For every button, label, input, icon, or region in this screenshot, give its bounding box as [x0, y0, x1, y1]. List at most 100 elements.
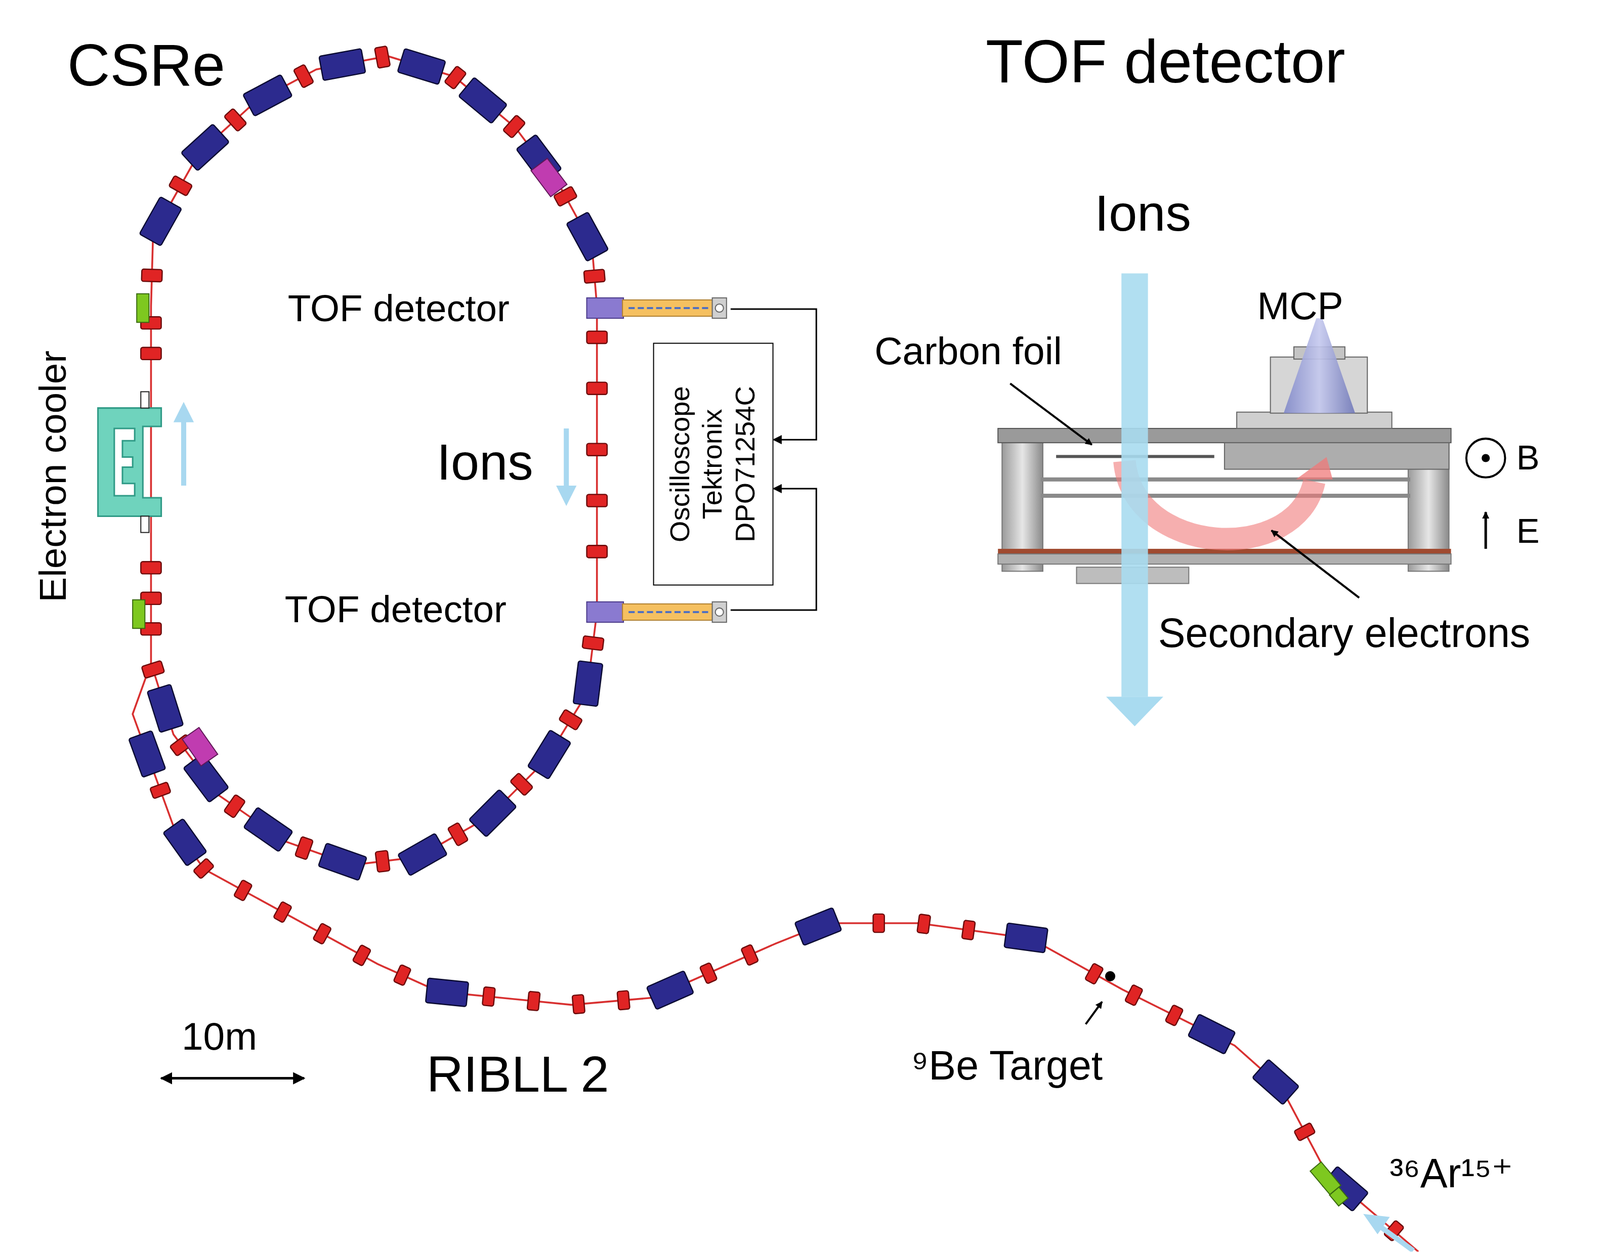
- tof-detector-device: [586, 602, 727, 623]
- dipole-magnet: [458, 77, 508, 124]
- quadrupole-magnet: [873, 914, 885, 933]
- leader-line: [1009, 383, 1092, 445]
- electron-cooler: [98, 391, 162, 533]
- detector-label: TOF detector: [287, 287, 731, 331]
- quadrupole-magnet: [293, 64, 314, 89]
- quadrupole-magnet: [1165, 1004, 1184, 1027]
- instrument-label: Oscilloscope Tektronix DPO71254C: [664, 351, 763, 578]
- tof-detector-inset: [997, 273, 1505, 727]
- quadrupole-magnet: [961, 920, 976, 941]
- tof-detector-device: [712, 298, 727, 319]
- leader-line: [1085, 1001, 1103, 1025]
- primary-beam-arrow: [1363, 1214, 1414, 1252]
- quadrupole-magnet: [510, 773, 534, 797]
- quadrupole-magnet: [447, 822, 469, 847]
- quadrupole-magnet: [583, 269, 606, 283]
- quadrupole-magnet: [295, 836, 314, 860]
- quadrupole-magnet: [586, 494, 608, 507]
- component-label: Electron cooler: [33, 350, 75, 603]
- quadrupole-magnet: [586, 382, 608, 395]
- magnetic-field-symbol: [1466, 438, 1506, 478]
- dipole-magnet: [469, 789, 517, 837]
- green-element: [132, 600, 145, 629]
- dipole-magnet: [318, 48, 366, 81]
- secondary-electron-path: [1295, 456, 1333, 480]
- dipole-magnet: [794, 907, 842, 946]
- quadrupole-magnet: [141, 269, 163, 282]
- quadrupole-magnet: [586, 545, 608, 558]
- electron-cooler: [140, 391, 149, 408]
- ion-beam: [1121, 273, 1148, 697]
- quadrupole-magnet: [482, 987, 496, 1007]
- tof-detector-node: TOF detector: [287, 285, 731, 334]
- dipole-magnet: [1003, 923, 1048, 954]
- quadrupole-magnet: [502, 114, 526, 139]
- beam-direction-arrow: [173, 402, 194, 486]
- dipole-magnet: [139, 196, 182, 247]
- tof-detector-device: [622, 604, 714, 621]
- tof-detector-device: [715, 608, 724, 617]
- dipole-magnet: [1252, 1059, 1299, 1106]
- secondary-electron-path: [1124, 456, 1333, 539]
- quadrupole-magnet: [193, 858, 215, 879]
- quadrupole-magnet: [140, 347, 161, 360]
- quadrupole-magnet: [374, 46, 391, 69]
- quadrupole-magnet: [375, 850, 391, 873]
- quadrupole-magnet: [273, 901, 292, 923]
- beam-direction-arrow: [181, 420, 187, 486]
- ribll2-beamline: [132, 663, 1419, 1252]
- beam-direction-arrow: [556, 428, 577, 507]
- ring-elements: [98, 158, 1414, 1251]
- dipole-magnet: [128, 730, 166, 778]
- quadrupole-magnet: [233, 879, 253, 902]
- mcp-holder: [1224, 442, 1450, 470]
- quadrupole-magnet: [352, 944, 371, 966]
- quadrupole-magnet: [586, 443, 608, 456]
- primary-beam-label: ³⁶Ar¹⁵⁺: [1390, 1151, 1514, 1197]
- quadrupole-magnet: [444, 65, 467, 90]
- dipole-magnet: [243, 807, 293, 853]
- dipole-magnet: [573, 660, 604, 707]
- dipole-magnet: [646, 971, 694, 1010]
- tof-detector-node: TOF detector: [284, 586, 731, 635]
- target-marker: [1105, 971, 1116, 982]
- quadrupole-magnet: [1084, 963, 1104, 986]
- primary-beam-arrow: [1363, 1214, 1390, 1235]
- ion-beam: [1106, 273, 1164, 727]
- mcp-assembly: [1236, 318, 1393, 429]
- component-label: Carbon foil: [874, 330, 1063, 373]
- quadrupole-magnet: [1293, 1122, 1316, 1142]
- dipole-magnet: [147, 684, 184, 733]
- diagram-title: CSRe: [67, 32, 226, 99]
- quadrupole-magnet: [393, 964, 411, 987]
- field-label: E: [1516, 512, 1540, 551]
- scale-label: 10m: [181, 1016, 258, 1060]
- quadrupole-magnet: [224, 108, 247, 132]
- quadrupole-magnet: [141, 660, 165, 679]
- quadrupole-magnet: [617, 990, 630, 1010]
- quadrupole-magnet: [168, 175, 193, 197]
- quadrupole-magnet: [699, 962, 718, 985]
- quadrupole-magnet: [558, 709, 583, 731]
- primary-beam-arrow: [1379, 1226, 1414, 1251]
- kicker-magnet: [530, 158, 567, 197]
- electron-cooler: [98, 408, 162, 517]
- component-label: Secondary electrons: [1158, 610, 1531, 656]
- quadrupole-magnet: [140, 561, 161, 574]
- dipole-magnet: [425, 978, 469, 1007]
- tof-detector-device: [628, 611, 708, 614]
- quadrupole-magnet: [740, 944, 759, 966]
- dipole-magnet: [242, 74, 293, 117]
- magnetic-field-symbol: [1466, 438, 1506, 478]
- dipole-magnet: [1188, 1014, 1236, 1055]
- beam-label: Ions: [1094, 185, 1192, 242]
- electrode-plate: [1040, 493, 1411, 498]
- dipole-magnet: [397, 833, 448, 876]
- dipole-magnet: [566, 212, 609, 262]
- quadrupole-magnet: [223, 794, 246, 819]
- tof-detector-device: [586, 298, 624, 319]
- mcp-assembly: [1283, 318, 1356, 414]
- field-label: B: [1516, 438, 1540, 477]
- ion-beam: [1106, 696, 1164, 727]
- quadrupole-magnet: [527, 991, 541, 1012]
